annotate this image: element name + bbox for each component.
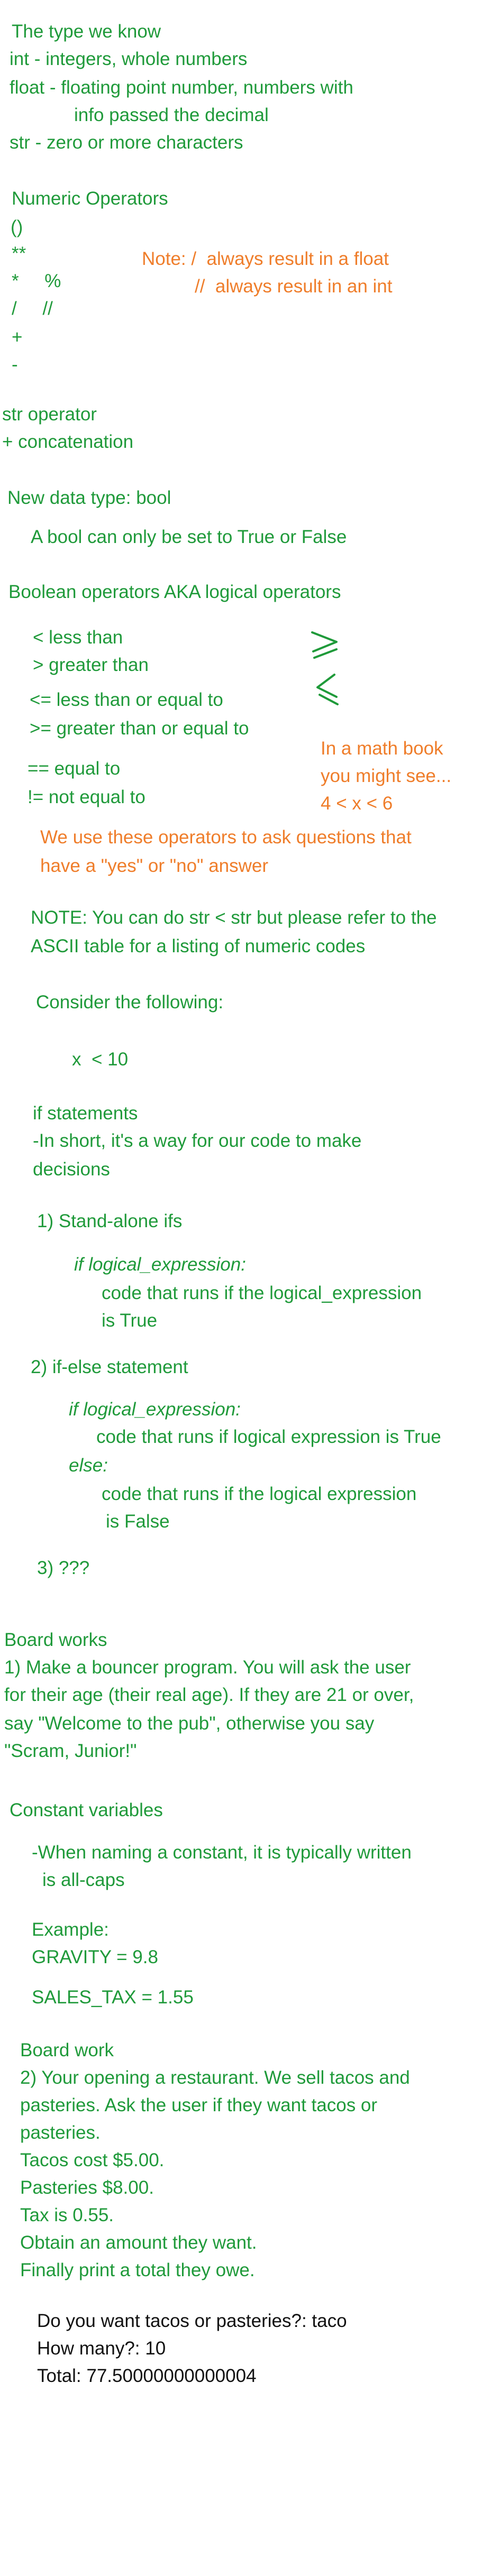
output-line-1: Do you want tacos or pasteries?: taco — [37, 2311, 347, 2331]
type-float-line: float - floating point number, numbers w… — [10, 77, 353, 98]
if-description-line-1: -In short, it's a way for our code to ma… — [33, 1130, 362, 1151]
example-label: Example: — [32, 1919, 109, 1940]
bouncer-line-4: "Scram, Junior!" — [4, 1741, 137, 1761]
if-else-else-line: else: — [69, 1455, 108, 1476]
operator-greater-than: > greater than — [33, 655, 149, 675]
operator-less-than: < less than — [33, 627, 123, 648]
operator-divide-floordivide: / // — [12, 298, 53, 319]
bouncer-line-2: for their age (their real age). If they … — [4, 1685, 414, 1705]
note-float-division: Note: / always result in a float — [142, 249, 389, 269]
restaurant-line-5: Pasteries $8.00. — [20, 2177, 154, 2198]
restaurant-line-7: Obtain an amount they want. — [20, 2232, 257, 2253]
less-than-or-equal-sketch-icon — [316, 674, 339, 705]
type-str-line: str - zero or more characters — [10, 132, 243, 153]
restaurant-line-1: 2) Your opening a restaurant. We sell ta… — [20, 2067, 410, 2088]
ascii-note-line-2: ASCII table for a listing of numeric cod… — [31, 936, 366, 956]
greater-than-or-equal-sketch-icon — [311, 631, 338, 659]
board-works-heading: Board works — [4, 1630, 107, 1650]
yes-no-questions-line-1: We use these operators to ask questions … — [40, 827, 412, 848]
boolean-operators-heading: Boolean operators AKA logical operators — [8, 582, 341, 602]
yes-no-questions-line-2: have a "yes" or "no" answer — [40, 855, 269, 876]
if-statements-heading: if statements — [33, 1103, 138, 1124]
math-book-line-1: In a math book — [321, 738, 443, 759]
if-description-line-2: decisions — [33, 1159, 110, 1180]
restaurant-line-4: Tacos cost $5.00. — [20, 2150, 165, 2170]
standalone-ifs-heading: 1) Stand-alone ifs — [37, 1211, 183, 1231]
math-book-line-2: you might see... — [321, 766, 452, 786]
constants-description-line-2: is all-caps — [42, 1870, 125, 1890]
operator-not-equal: != not equal to — [28, 787, 146, 807]
bool-description: A bool can only be set to True or False — [31, 527, 347, 547]
if-else-heading: 2) if-else statement — [31, 1357, 188, 1377]
gravity-constant: GRAVITY = 9.8 — [32, 1947, 158, 1967]
numeric-operators-heading: Numeric Operators — [12, 188, 168, 209]
type-float-continuation: info passed the decimal — [74, 105, 269, 125]
constants-description-line-1: -When naming a constant, it is typically… — [32, 1842, 412, 1863]
operator-minus: - — [12, 354, 18, 375]
operator-less-equal: <= less than or equal to — [30, 689, 223, 710]
restaurant-line-3: pasteries. — [20, 2122, 101, 2143]
output-line-2: How many?: 10 — [37, 2338, 166, 2359]
constant-variables-heading: Constant variables — [10, 1800, 163, 1820]
math-book-line-3: 4 < x < 6 — [321, 793, 393, 814]
operator-multiply-modulo: * % — [12, 271, 61, 291]
x-less-than-10: x < 10 — [72, 1049, 129, 1070]
output-line-3: Total: 77.50000000000004 — [37, 2366, 257, 2386]
str-concatenation: + concatenation — [2, 431, 134, 452]
bool-heading: New data type: bool — [7, 487, 171, 508]
types-heading: The type we know — [12, 21, 161, 42]
if-else-if-line: if logical_expression: — [69, 1399, 241, 1420]
ascii-note-line-1: NOTE: You can do str < str but please re… — [31, 907, 437, 928]
if-else-else-body-line-1: code that runs if the logical expression — [102, 1484, 417, 1504]
operator-plus: + — [12, 327, 23, 347]
bouncer-line-1: 1) Make a bouncer program. You will ask … — [4, 1657, 411, 1678]
operator-parentheses: () — [11, 217, 23, 237]
board-work-heading: Board work — [20, 2040, 114, 2060]
restaurant-line-2: pasteries. Ask the user if they want tac… — [20, 2095, 378, 2115]
standalone-if-line: if logical_expression: — [74, 1254, 246, 1275]
restaurant-line-6: Tax is 0.55. — [20, 2205, 114, 2225]
restaurant-line-8: Finally print a total they owe. — [20, 2260, 255, 2280]
bouncer-line-3: say "Welcome to the pub", otherwise you … — [4, 1713, 375, 1734]
sales-tax-constant: SALES_TAX = 1.55 — [32, 1987, 194, 2008]
if-else-if-body: code that runs if logical expression is … — [96, 1427, 441, 1447]
operator-exponent: ** — [12, 243, 26, 264]
str-operator-heading: str operator — [2, 404, 97, 425]
operator-equal: == equal to — [28, 758, 121, 779]
type-int-line: int - integers, whole numbers — [10, 49, 248, 69]
note-int-division: // always result in an int — [195, 276, 393, 297]
unknown-third-item: 3) ??? — [37, 1558, 90, 1578]
if-else-else-body-line-2: is False — [106, 1511, 170, 1532]
standalone-body-line-2: is True — [102, 1310, 158, 1331]
operator-greater-equal: >= greater than or equal to — [30, 718, 249, 739]
standalone-body-line-1: code that runs if the logical_expression — [102, 1283, 422, 1303]
consider-heading: Consider the following: — [36, 992, 224, 1013]
